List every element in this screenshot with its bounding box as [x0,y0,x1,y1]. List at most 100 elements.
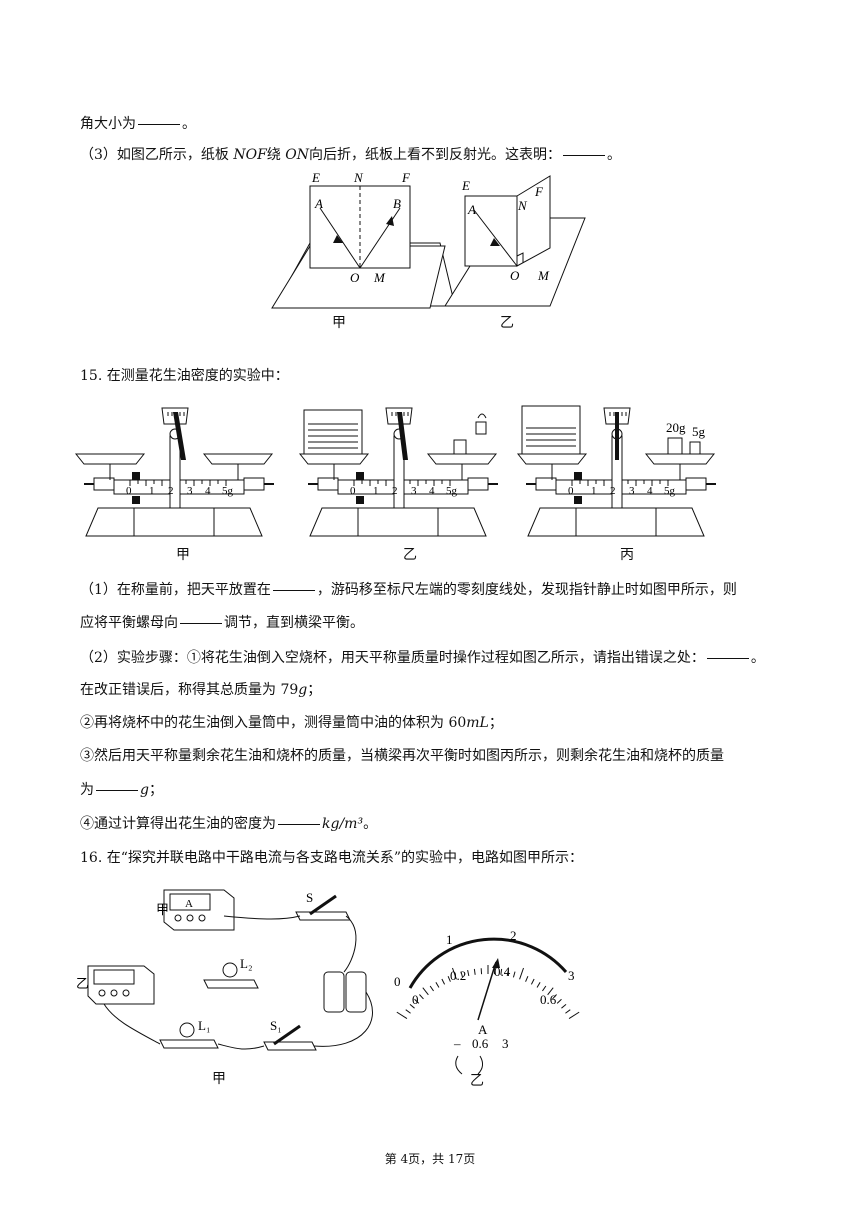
answer-blank[interactable] [563,154,606,156]
question-14-3: （3）如图乙所示，纸板 NOF绕 ON向后折，纸板上看不到反射光。这表明：。 [80,145,621,165]
dial-label: 2 [510,928,517,943]
weight-label-20g: 20g [666,420,686,435]
answer-blank[interactable] [706,657,749,659]
dial-tick [396,1011,408,1019]
text: 绕 [266,147,281,163]
label-l1: L₁ [198,1018,210,1033]
unit: mL [466,715,489,731]
dial-tick [452,967,457,980]
text: 。 [182,116,196,132]
dial-tick [473,968,476,975]
balance-jia: 0 1 2 3 4 5g [75,407,275,537]
dial-label: 0.2 [450,968,466,983]
meter-pointer-head [492,958,500,968]
figure-caption-jia: 甲 [176,547,190,563]
ammeter-symbol: A [185,898,193,910]
dial-tick [552,994,557,1000]
dial-tick [525,975,529,982]
label-m: M [537,268,550,283]
pointer-centered [615,412,619,460]
dial-tick [441,978,446,985]
text: ； [148,782,163,798]
text: （3）如图乙所示，纸板 [80,147,229,163]
figure-caption-jia: 甲 [212,1071,226,1087]
ammeter-yi [87,965,155,1005]
text: 调节，直到横梁平衡。 [224,615,364,631]
answer-blank[interactable] [138,123,180,125]
wire-lead [455,1055,463,1075]
scale-label: 1 [149,485,155,497]
label-b: B [393,196,401,211]
text: ； [307,682,322,698]
dial-tick [506,969,509,977]
lamp-l1 [159,1022,219,1049]
reflected-ray-ob [359,207,401,269]
page-footer: 第 4页，共 17页 [384,1152,476,1166]
text: （1）在称量前，把天平放置在 [80,582,271,598]
dial-tick [519,967,524,980]
dial-tick [435,982,440,988]
dial-tick [422,987,429,996]
label-s: S [306,890,313,905]
answer-blank[interactable] [278,823,320,825]
scale-label: 5g [222,485,234,497]
question-16-title: 16. 在“探究并联电路中干路电流与各支路电流关系”的实验中，电路如图甲所示： [80,850,584,866]
label-e: E [311,170,320,185]
dial-label: 3 [568,968,575,983]
scale-label: 3 [411,485,417,497]
beaker [521,405,581,455]
dial-label: 0.4 [494,964,511,979]
scale-label: 5g [664,485,676,497]
label-a: A [314,196,323,211]
scale-label: 2 [168,485,174,497]
answer-blank[interactable] [272,589,315,591]
terminal-label: 0.6 [472,1036,489,1051]
question-15-1: （1）在称量前，把天平放置在，游码移至标尺左端的零刻度线处，发现指针静止时如图甲… [80,580,737,600]
dial-tick [568,1011,580,1019]
weight-in-hand [475,421,487,435]
text: 。 [607,147,622,163]
weight-20g [667,437,683,455]
balance-bing: 20g 5g 0 1 2 3 4 5g [517,405,717,537]
meter-pointer [477,961,497,1021]
label-jia-ammeter: 甲 [156,902,169,917]
answer-blank[interactable] [180,622,222,624]
text: ON [285,147,310,163]
dial-tick [419,994,424,1000]
scale-label: 4 [647,485,653,497]
text: ②再将烧杯中的花生油倒入量筒中，测得量筒中油的体积为 60 [80,715,467,731]
text: 在改正错误后，称得其总质量为 79 [80,682,299,698]
text: 为 [80,782,94,798]
dial-tick [547,987,554,996]
dial-tick [565,1009,571,1014]
dial-tick [405,1009,411,1014]
scale-label: 4 [205,485,211,497]
scale-label: 4 [429,485,435,497]
dial-tick [409,1003,415,1009]
question-15-title: 15. 在测量花生油密度的实验中： [80,368,289,384]
question-15-step2: ②再将烧杯中的花生油倒入量筒中，测得量筒中油的体积为 60mL； [80,713,503,733]
battery [323,971,367,1013]
answer-blank[interactable] [96,789,138,791]
dial-tick [536,982,541,988]
wire-lead [477,1055,484,1075]
dial-tick [414,998,420,1004]
scale-label: 0 [568,485,574,497]
scale-label: 2 [392,485,398,497]
figure-circuit: A 甲 S L₂ 乙 L₁ S₁ [76,889,580,1075]
dial-label: 0.6 [540,992,557,1007]
terminal-label: 3 [502,1036,509,1051]
ammeter-jia: A [163,889,235,931]
figure-balances: 0 1 2 3 4 5g 0 1 2 3 4 5g 20g 5g 0 1 2 3… [75,405,717,537]
pointer [397,412,408,460]
arrow-head [490,238,500,246]
dial-tick [500,968,503,975]
weight-5g [689,441,701,455]
unit: g [298,682,308,698]
weight [453,439,467,455]
text: NOF [233,147,267,163]
text: 。 [363,816,378,832]
lamp-l2 [203,962,259,989]
label-m: M [373,270,386,285]
